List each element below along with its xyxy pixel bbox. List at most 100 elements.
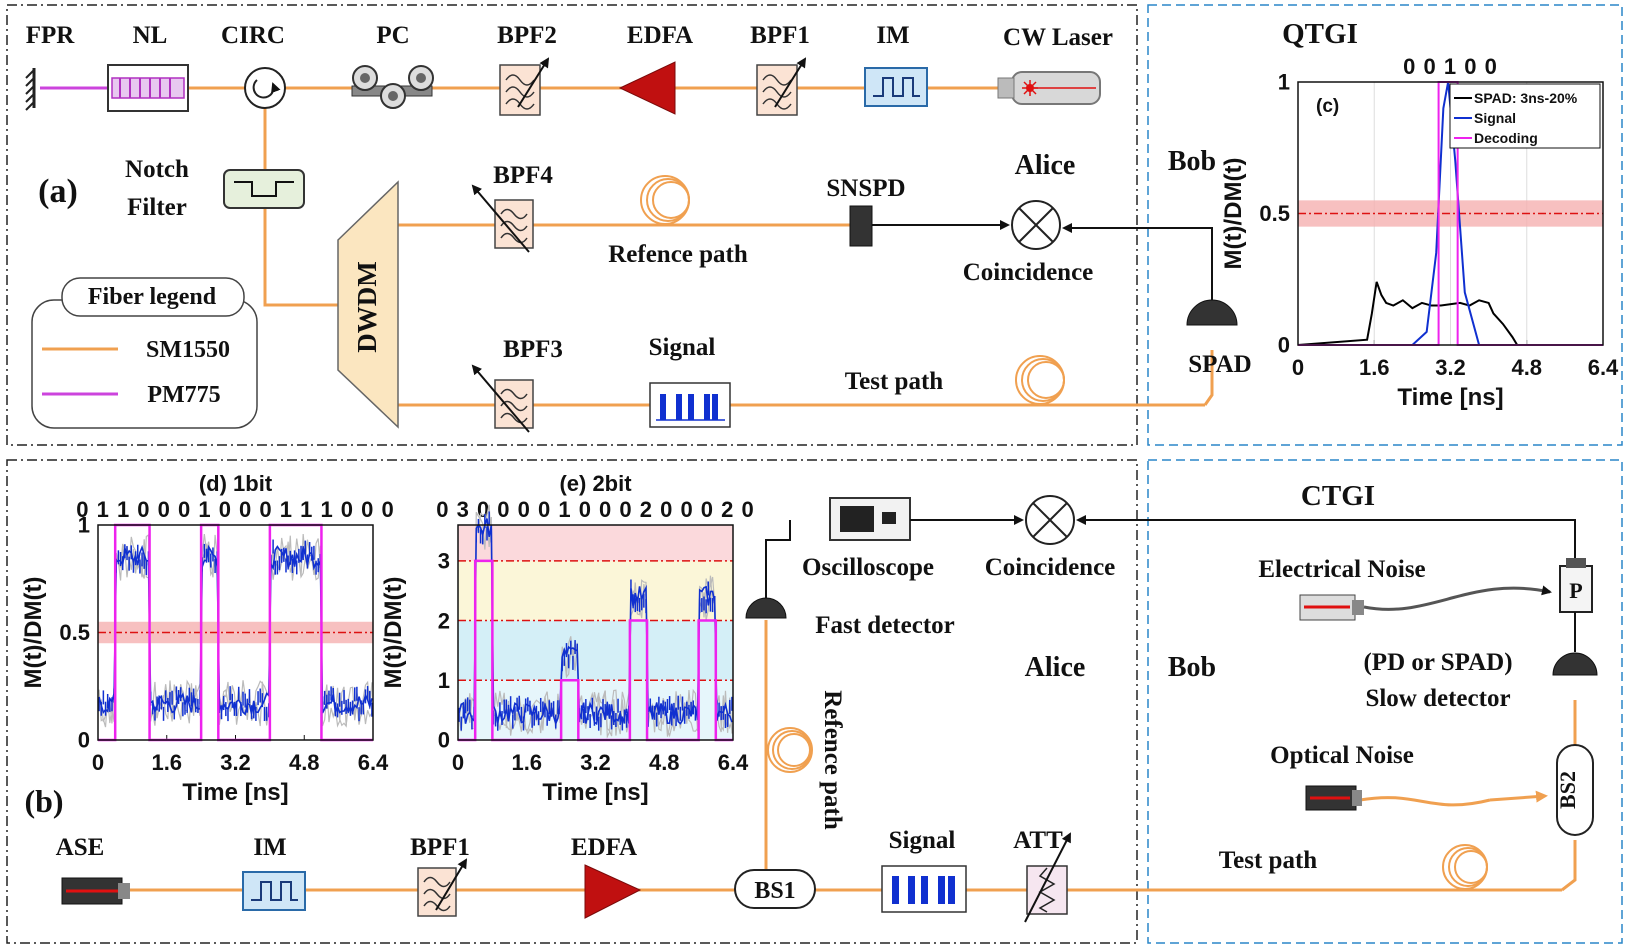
edfa-b-triangle-icon <box>584 864 642 919</box>
legend-box <box>1449 83 1601 149</box>
optical-noise-source-icon <box>1305 785 1362 811</box>
bs1-splitter <box>734 869 816 909</box>
label-coincidence-a: Coincidence <box>963 259 1094 286</box>
x-tick-label: 0 <box>452 750 464 775</box>
x-tick-label: 6.4 <box>718 750 749 775</box>
x-tick-label: 6.4 <box>358 750 389 775</box>
frame-panel-a <box>6 4 1138 446</box>
label-bpf2: BPF2 <box>497 22 557 49</box>
plot-frame <box>1297 81 1604 346</box>
optical-noise-arrow <box>1489 790 1548 803</box>
y-axis-label: M(t)/DM(t) <box>20 577 47 689</box>
panel-a-label: (a) <box>38 173 78 210</box>
bit-sequence-label: 0 3 0 0 0 0 1 0 0 0 2 0 0 0 2 0 <box>436 497 754 522</box>
label-ase: ASE <box>56 834 105 861</box>
x-tick-label: 3.2 <box>580 750 611 775</box>
frame-qtgi <box>1147 4 1623 446</box>
label-dwdm: DWDM <box>352 261 382 352</box>
label-bs1: BS1 <box>754 878 795 904</box>
label-notch-1: Notch <box>125 156 189 183</box>
panel-b-label: (b) <box>24 783 63 819</box>
label-bpf1: BPF1 <box>750 22 810 49</box>
bpf2-filter-icon <box>499 57 550 116</box>
label-slow-detector-2: Slow detector <box>1365 685 1510 712</box>
y-tick-label: 0.5 <box>1259 201 1290 226</box>
p-to-coincidence <box>1076 515 1576 562</box>
dwdm-block <box>337 180 399 429</box>
level-band <box>458 560 733 621</box>
panel-b-coils <box>767 727 1488 890</box>
p-box-icon <box>1559 558 1593 613</box>
label-edfa: EDFA <box>627 22 693 49</box>
label-ref-path: Refence path <box>608 241 748 268</box>
label-circ: CIRC <box>221 22 285 49</box>
panel-a-labels: FPR NL CIRC PC BPF2 EDFA BPF1 IM CW Lase… <box>26 18 1358 408</box>
panel-a-coils <box>640 175 1065 405</box>
label-signal-b: Signal <box>889 827 956 854</box>
label-coincidence-b: Coincidence <box>985 554 1116 581</box>
label-test-path-b: Test path <box>1219 847 1318 874</box>
notch-filter-icon <box>223 169 305 209</box>
spad-to-coincidence <box>1062 223 1213 300</box>
circulator-icon <box>244 67 286 109</box>
level-band <box>458 620 733 681</box>
label-im: IM <box>876 22 909 49</box>
bpf1-b-filter-icon <box>417 858 468 917</box>
electrical-noise-source-icon <box>1299 594 1364 621</box>
raw-trace <box>98 533 373 728</box>
y-axis-label: M(t)/DM(t) <box>380 577 407 689</box>
label-optical-noise: Optical Noise <box>1270 742 1414 769</box>
y-tick-label: 3 <box>438 549 450 574</box>
fast-detector-line <box>765 520 791 598</box>
legend-entry: SPAD: 3ns-20% <box>1474 90 1578 106</box>
y-tick-label: 0 <box>438 728 450 753</box>
label-signal-a: Signal <box>649 334 716 361</box>
level-band <box>458 525 733 561</box>
label-im-b: IM <box>253 834 286 861</box>
signal-b-pulse-icon <box>881 865 967 913</box>
chart-title: (e) 2bit <box>559 471 632 496</box>
chart-title: (d) 1bit <box>199 471 273 496</box>
frame-ctgi <box>1147 459 1623 944</box>
label-alice-a: Alice <box>1015 150 1076 181</box>
bpf1-filter-icon <box>756 57 807 116</box>
y-tick-label: 1 <box>438 668 450 693</box>
label-alice-b: Alice <box>1025 652 1086 683</box>
x-tick-label: 6.4 <box>1588 355 1619 380</box>
legend-entry: Signal <box>1474 110 1516 126</box>
bit-sequence-label: 0 0 1 0 0 <box>1403 54 1498 79</box>
label-nl: NL <box>133 22 168 49</box>
fast-detector-icon <box>745 597 787 619</box>
x-tick-label: 0 <box>1292 355 1304 380</box>
bs2-splitter <box>1556 744 1594 836</box>
label-edfa-b: EDFA <box>571 834 637 861</box>
series-line-spad-3ns-20- <box>1297 281 1603 346</box>
label-bob-b: Bob <box>1168 652 1216 683</box>
spad-detector-icon <box>1186 299 1238 326</box>
edfa-triangle-icon <box>618 61 676 115</box>
bpf4-filter-icon <box>471 184 534 253</box>
plot-frame <box>457 524 734 741</box>
x-tick-label: 1.6 <box>511 750 542 775</box>
y-tick-label: 0 <box>1278 333 1290 358</box>
x-axis-label: Time [ns] <box>1397 384 1503 411</box>
legend-entry: Decoding <box>1474 130 1538 146</box>
label-test-path: Test path <box>845 368 944 395</box>
frame-panel-b <box>6 459 1138 944</box>
label-bpf4: BPF4 <box>493 162 553 189</box>
label-pc: PC <box>376 22 409 49</box>
x-tick-label: 4.8 <box>649 750 680 775</box>
oscilloscope-icon <box>829 497 911 541</box>
signal-pulse-icon <box>649 382 731 428</box>
slow-detector-icon <box>1552 652 1598 676</box>
x-axis-label: Time [ns] <box>542 779 648 806</box>
level-band <box>98 621 373 644</box>
legend-title: Fiber legend <box>88 284 217 310</box>
intensity-modulator-icon <box>864 67 928 107</box>
label-fpr: FPR <box>26 22 76 49</box>
label-oscilloscope: Oscilloscope <box>802 554 934 581</box>
label-cw-laser: CW Laser <box>1003 24 1113 51</box>
